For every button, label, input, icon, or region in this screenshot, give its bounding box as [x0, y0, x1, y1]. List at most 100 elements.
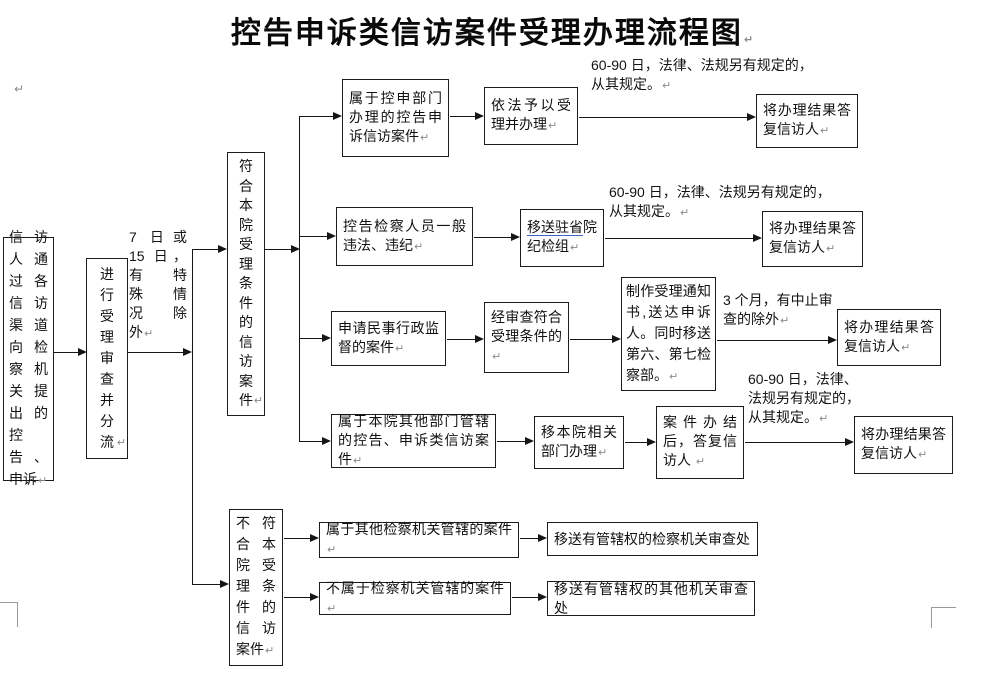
paragraph-mark: ↵: [38, 475, 48, 487]
arrow-fanout-to-r1a: [299, 112, 342, 120]
paragraph-mark: ↵: [144, 328, 154, 340]
review-label: 进行受理审查并分流: [99, 266, 114, 450]
flow-box-source: 信访 人通 过各 信访 渠道 向检 察机 关提 出的 控告、 申诉↵: [3, 229, 54, 487]
deadline-note: 7 日或 15 日， 有特 殊情 况除 外↵: [129, 228, 187, 344]
flow-box-r2b: 移送驻省院纪检组↵: [520, 209, 604, 267]
source-line: 向检: [9, 339, 48, 355]
paragraph-mark: ↵: [918, 449, 928, 461]
arrow-r2b-to-r2c: [605, 234, 762, 242]
deadline-line: 有特: [129, 267, 187, 283]
flow-box-r3c: 制作受理通知书,送达申诉人。同时移送第六、第七检察部。↵: [621, 277, 716, 391]
paragraph-mark: ↵: [901, 341, 911, 354]
page-title-text: 控告申诉类信访案件受理办理流程图: [230, 17, 743, 50]
arrow-fanout-to-r3a: [299, 334, 331, 342]
arrow-r3b-to-r3c: [570, 335, 621, 343]
flow-box-qualified: 符合本院受理条件的信访案件 ↵: [227, 152, 265, 416]
r4d-label: 将办理结果答复信访人: [861, 426, 946, 461]
paragraph-mark: ↵: [695, 456, 706, 468]
arrow-r1a-to-r1b: [450, 112, 484, 120]
flow-box-r4d: 将办理结果答复信访人↵: [854, 416, 953, 474]
arrow-not-qualified-to-r5a: [284, 534, 319, 542]
r2a-label: 控告检察人员一般违法、违纪: [343, 217, 466, 253]
r1-note-text: 60-90 日，法律、法规另有规定的，从其规定。: [591, 57, 813, 92]
source-line: 信访: [9, 295, 48, 311]
paragraph-mark: ↵: [548, 120, 558, 132]
source-line: 人通: [9, 251, 48, 267]
source-line: 申诉: [9, 471, 37, 487]
r1c-label: 将办理结果答复信访人: [763, 102, 851, 137]
r4a-label: 属于本院其他部门管辖的控告、申诉类信访案件: [338, 412, 489, 467]
deadline-line: 15 日，: [129, 248, 187, 264]
r1b-label: 依法予以受理并办理: [491, 97, 571, 132]
flow-box-r6a: 不属于检察机关管辖的案件↵: [319, 579, 511, 615]
r3d-label: 将办理结果答复信访人: [844, 318, 934, 354]
arrow-fanout-to-r4a: [299, 437, 331, 445]
deadline-line: 殊情: [129, 286, 187, 302]
paragraph-mark: ↵: [780, 315, 790, 327]
r1-note: 60-90 日，法律、法规另有规定的，从其规定。↵: [591, 56, 817, 96]
deadline-line: 外: [129, 324, 143, 340]
branch-rail-left: [192, 249, 193, 585]
flow-box-r3d: 将办理结果答复信访人↵: [837, 309, 941, 366]
r2-note-text: 60-90 日，法律、法规另有规定的，从其规定。: [609, 184, 831, 219]
paragraph-mark: ↵: [819, 413, 829, 425]
deadline-line: 7 日或: [129, 229, 187, 245]
not-qualified-line: 案件: [236, 641, 264, 657]
paragraph-mark: ↵: [680, 207, 690, 219]
qualified-label: 符合本院受理条件的信访案件: [238, 158, 253, 409]
r3-note-text: 3 个月，有中止审查的除外: [723, 292, 833, 327]
page-corner-mark: [0, 602, 18, 627]
page-title: 控告申诉类信访案件受理办理流程图↵: [0, 8, 986, 52]
fanout-rail: [299, 116, 300, 442]
source-line: 出的: [9, 405, 48, 421]
flow-box-r1a: 属于控申部门办理的控告申诉信访案件↵: [342, 79, 449, 157]
flow-box-r1b: 依法予以受理并办理↵: [484, 87, 578, 145]
arrow-branch-to-qualified: [192, 245, 227, 253]
r2c-label: 将办理结果答复信访人: [769, 220, 856, 255]
r6a-label: 不属于检察机关管辖的案件: [326, 579, 504, 596]
arrow-r2a-to-r2b: [474, 233, 520, 241]
arrow-review-to-branch: [128, 348, 192, 356]
arrow-r4a-to-r4b: [497, 437, 534, 445]
paragraph-mark: ↵: [492, 351, 502, 363]
arrow-branch-to-not-qualified: [192, 580, 229, 588]
arrow-r4c-to-r4d: [745, 438, 854, 446]
deadline-line: 况除: [129, 305, 187, 321]
flow-box-r4a: 属于本院其他部门管辖的控告、申诉类信访案件↵: [331, 412, 496, 468]
r2-note: 60-90 日，法律、法规另有规定的，从其规定。↵: [609, 183, 835, 223]
not-qualified-line: 理条: [236, 578, 276, 594]
flow-box-review: 进行受理审查并分流 ↵: [86, 258, 128, 459]
arrow-source-to-review: [54, 348, 87, 356]
r4b-label: 移本院相关部门办理: [541, 423, 617, 459]
not-qualified-line: 件的: [236, 599, 276, 615]
not-qualified-line: 信访: [236, 620, 276, 636]
paragraph-mark: ↵: [669, 370, 679, 383]
source-line: 信访: [9, 229, 48, 245]
paragraph-mark: ↵: [265, 645, 275, 657]
r1a-label: 属于控申部门办理的控告申诉信访案件: [349, 89, 442, 144]
source-line: 过各: [9, 273, 48, 289]
r6b-label: 移送有管辖权的其他机关审查处: [554, 580, 748, 616]
r2b-label: 院纪检组: [527, 219, 597, 254]
paragraph-mark: ↵: [662, 80, 672, 92]
flow-box-r3a: 申请民事行政监督的案件↵: [331, 311, 446, 366]
paragraph-mark: ↵: [820, 125, 830, 137]
arrow-r4b-to-r4c: [625, 438, 656, 446]
r4c-label: 案件办结后，答复信访人: [663, 414, 737, 468]
r2b-link-text[interactable]: 移送驻省: [527, 219, 583, 236]
paragraph-mark: ↵: [414, 240, 424, 253]
r5b-label: 移送有管辖权的检察机关审查处: [554, 530, 750, 547]
flow-box-r6b: 移送有管辖权的其他机关审查处: [547, 581, 755, 616]
paragraph-mark: ↵: [116, 437, 126, 449]
paragraph-mark: ↵: [14, 82, 25, 96]
arrow-qualified-to-fanout: [265, 245, 300, 253]
not-qualified-line: 院受: [236, 557, 276, 573]
flow-box-r3b: 经审查符合受理条件的↵: [484, 302, 569, 373]
arrow-r1b-to-r1c: [579, 113, 756, 121]
paragraph-mark: ↵: [743, 34, 756, 46]
arrow-r5a-to-r5b: [520, 534, 547, 542]
paragraph-mark: ↵: [570, 242, 580, 254]
flow-box-r4b: 移本院相关部门办理↵: [534, 416, 624, 469]
source-line: 控告、: [9, 427, 48, 465]
